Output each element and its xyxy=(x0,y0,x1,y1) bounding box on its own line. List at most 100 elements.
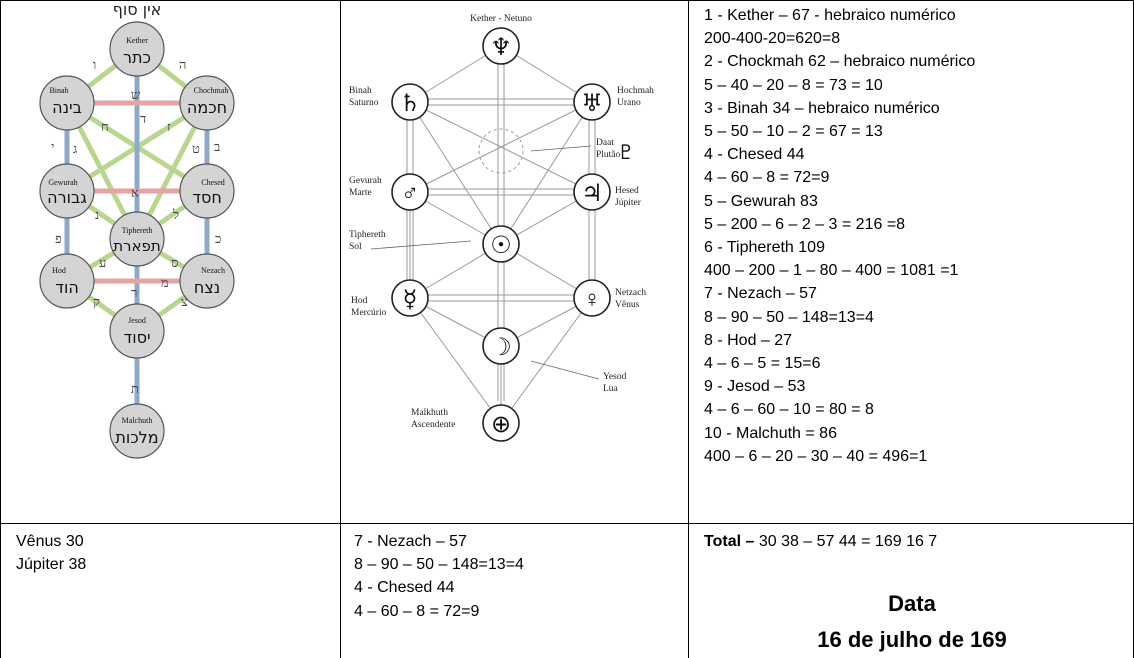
path-letter: פ xyxy=(55,231,62,246)
sephira-latin-tiphereth: Tiphereth xyxy=(122,226,153,235)
numerology-line: 8 – 90 – 50 – 148=13=4 xyxy=(704,308,874,326)
path-letter: י xyxy=(51,139,54,154)
numerology-line: 2 - Chockmah 62 – hebraico numérico xyxy=(704,53,976,71)
sephira-latin-chesed: Chesed xyxy=(201,178,225,187)
neptune-symbol-icon: ♆ xyxy=(490,35,512,61)
sephira-latin-kether: Kether xyxy=(126,36,148,45)
calculation-line: 4 - Chesed 44 xyxy=(354,579,455,597)
label-urano: Urano xyxy=(617,98,641,108)
label-gevurah: Gevurah xyxy=(349,176,382,186)
numerology-line: 1 - Kether – 67 - hebraico numérico xyxy=(704,7,956,24)
sephira-hebrew-tiphereth: תפארת xyxy=(113,237,161,255)
total-line: Total – 30 38 – 57 44 = 169 16 7 xyxy=(704,530,1132,553)
numerology-list: 1 - Kether – 67 - hebraico numérico 200-… xyxy=(704,4,1132,468)
uranus-symbol-icon: ♅ xyxy=(581,91,603,117)
calculation-line: 8 – 90 – 50 – 148=13=4 xyxy=(354,556,524,574)
sephira-hebrew-nezach: נצח xyxy=(194,278,220,297)
numerology-line: 400 – 6 – 20 – 30 – 40 = 496=1 xyxy=(704,447,928,465)
sephira-hebrew-hod: הוד xyxy=(55,278,79,297)
path-letter: ק xyxy=(93,294,100,309)
label-yesod: Yesod xyxy=(603,372,627,382)
sephira-latin-binah: Binah xyxy=(49,86,68,95)
numerology-line: 3 - Binah 34 – hebraico numérico xyxy=(704,99,940,117)
numerology-line: 5 – 200 – 6 – 2 – 3 = 216 =8 xyxy=(704,215,906,233)
label-ascendente: Ascendente xyxy=(411,420,455,430)
sephira-hebrew-chesed: חסד xyxy=(192,188,222,207)
sephira-calculations: 7 - Nezach – 57 8 – 90 – 50 – 148=13=4 4… xyxy=(354,530,684,623)
numerology-line: 7 - Nezach – 57 xyxy=(704,285,817,303)
path-letter: כ xyxy=(215,231,221,246)
venus-symbol-icon: ♀ xyxy=(583,287,601,313)
path-letter: ט xyxy=(192,141,200,156)
total-value: 30 38 – 57 44 = 169 16 7 xyxy=(754,533,938,550)
numerology-line: 4 – 6 – 60 – 10 = 80 = 8 xyxy=(704,401,874,419)
sephira-latin-jesod: Jesod xyxy=(128,316,146,325)
label-venus: Vênus xyxy=(615,300,640,310)
label-hochmah: Hochmah xyxy=(617,86,654,96)
label-netzach: Netzach xyxy=(615,288,646,298)
jupiter-symbol-icon: ♃ xyxy=(581,181,603,207)
numerology-line: 6 - Tiphereth 109 xyxy=(704,239,825,257)
calculation-line: 4 – 60 – 8 = 72=9 xyxy=(354,602,480,620)
mercury-symbol-icon: ☿ xyxy=(403,287,418,313)
sephira-latin-malchuth: Malchuth xyxy=(122,416,153,425)
sephira-hebrew-jesod: יסוד xyxy=(123,328,150,347)
label-tiphereth: Tiphereth xyxy=(349,230,386,240)
sephira-hebrew-malchuth: מלכות xyxy=(115,428,158,447)
label-sol: Sol xyxy=(349,242,362,252)
sephira-hebrew-chochmah: חכמה xyxy=(187,98,227,117)
label-daat: Daat xyxy=(596,138,614,148)
ein-sof-label: אין סוף xyxy=(113,1,162,19)
label-plutao: Plutão xyxy=(596,150,621,160)
label-saturno: Saturno xyxy=(349,98,379,108)
path-letter: ו xyxy=(93,57,96,72)
saturn-symbol-icon: ♄ xyxy=(399,91,421,117)
sephira-hebrew-kether: כתר xyxy=(123,48,151,67)
label-hesed: Hesed xyxy=(615,186,639,196)
label-mercurio: Mercúrio xyxy=(351,308,387,318)
path-letter: ל xyxy=(172,207,179,222)
sephira-hebrew-binah: בינה xyxy=(52,98,82,117)
numerology-line: 200-400-20=620=8 xyxy=(704,30,841,48)
label-malkhuth: Malkhuth xyxy=(411,408,448,418)
sephira-hebrew-gewurah: גבורה xyxy=(47,188,87,207)
astrological-tree-diagram: ♆ ♄ ♅ ♂ ♃ ☉ ☿ ♀ ☽ ⊕ ♇ Kether - Netuno Bi… xyxy=(349,14,654,442)
label-jupiter: Júpiter xyxy=(615,198,642,208)
numerology-line: 8 - Hod – 27 xyxy=(704,331,793,349)
label-marte: Marte xyxy=(349,188,372,198)
mars-symbol-icon: ♂ xyxy=(401,181,419,207)
date-block: Data 16 de julho de 169 xyxy=(690,586,1134,658)
pluto-symbol-icon: ♇ xyxy=(617,142,635,164)
numerology-line: 4 – 60 – 8 = 72=9 xyxy=(704,169,830,187)
numerology-line: 5 – Gewurah 83 xyxy=(704,192,818,210)
path-letter: ס xyxy=(171,255,178,270)
path-letter: ת xyxy=(131,381,139,396)
numerology-line: 4 – 6 – 5 = 15=6 xyxy=(704,355,821,373)
label-binah: Binah xyxy=(349,86,372,96)
planets-values: Vênus 30 Júpiter 38 xyxy=(16,530,336,576)
hebrew-tree-cell: ו ה ש ד ח ז י ב ג ט א ל נ פ כ ע ס מ ר ק xyxy=(1,0,340,523)
total-label: Total – xyxy=(704,533,755,550)
path-letter: א xyxy=(131,185,139,200)
path-letter: נ xyxy=(95,207,99,222)
sun-symbol-icon: ☉ xyxy=(490,233,512,259)
label-kether-netuno: Kether - Netuno xyxy=(470,14,532,24)
path-letter: מ xyxy=(161,275,169,290)
data-title: Data xyxy=(888,591,936,616)
astrological-tree-cell: ♆ ♄ ♅ ♂ ♃ ☉ ☿ ♀ ☽ ⊕ ♇ Kether - Netuno Bi… xyxy=(341,1,688,523)
path-letter: ד xyxy=(140,111,146,126)
earth-symbol-icon: ⊕ xyxy=(491,412,511,438)
sephira-latin-hod: Hod xyxy=(52,266,66,275)
path-letter: ר xyxy=(131,285,137,300)
moon-symbol-icon: ☽ xyxy=(490,335,512,361)
planet-value-line: Vênus 30 xyxy=(16,533,84,550)
hebrew-tree-diagram: ו ה ש ד ח ז י ב ג ט א ל נ פ כ ע ס מ ר ק xyxy=(39,0,235,459)
path-letter: ב xyxy=(214,139,220,154)
path-letter: ש xyxy=(131,87,141,102)
label-hod: Hod xyxy=(351,296,368,306)
numerology-line: 5 – 40 – 20 – 8 = 73 = 10 xyxy=(704,76,883,94)
path-letter: ז xyxy=(167,119,171,134)
sephira-latin-chochmah: Chochmah xyxy=(194,86,229,95)
label-lua: Lua xyxy=(603,384,619,394)
